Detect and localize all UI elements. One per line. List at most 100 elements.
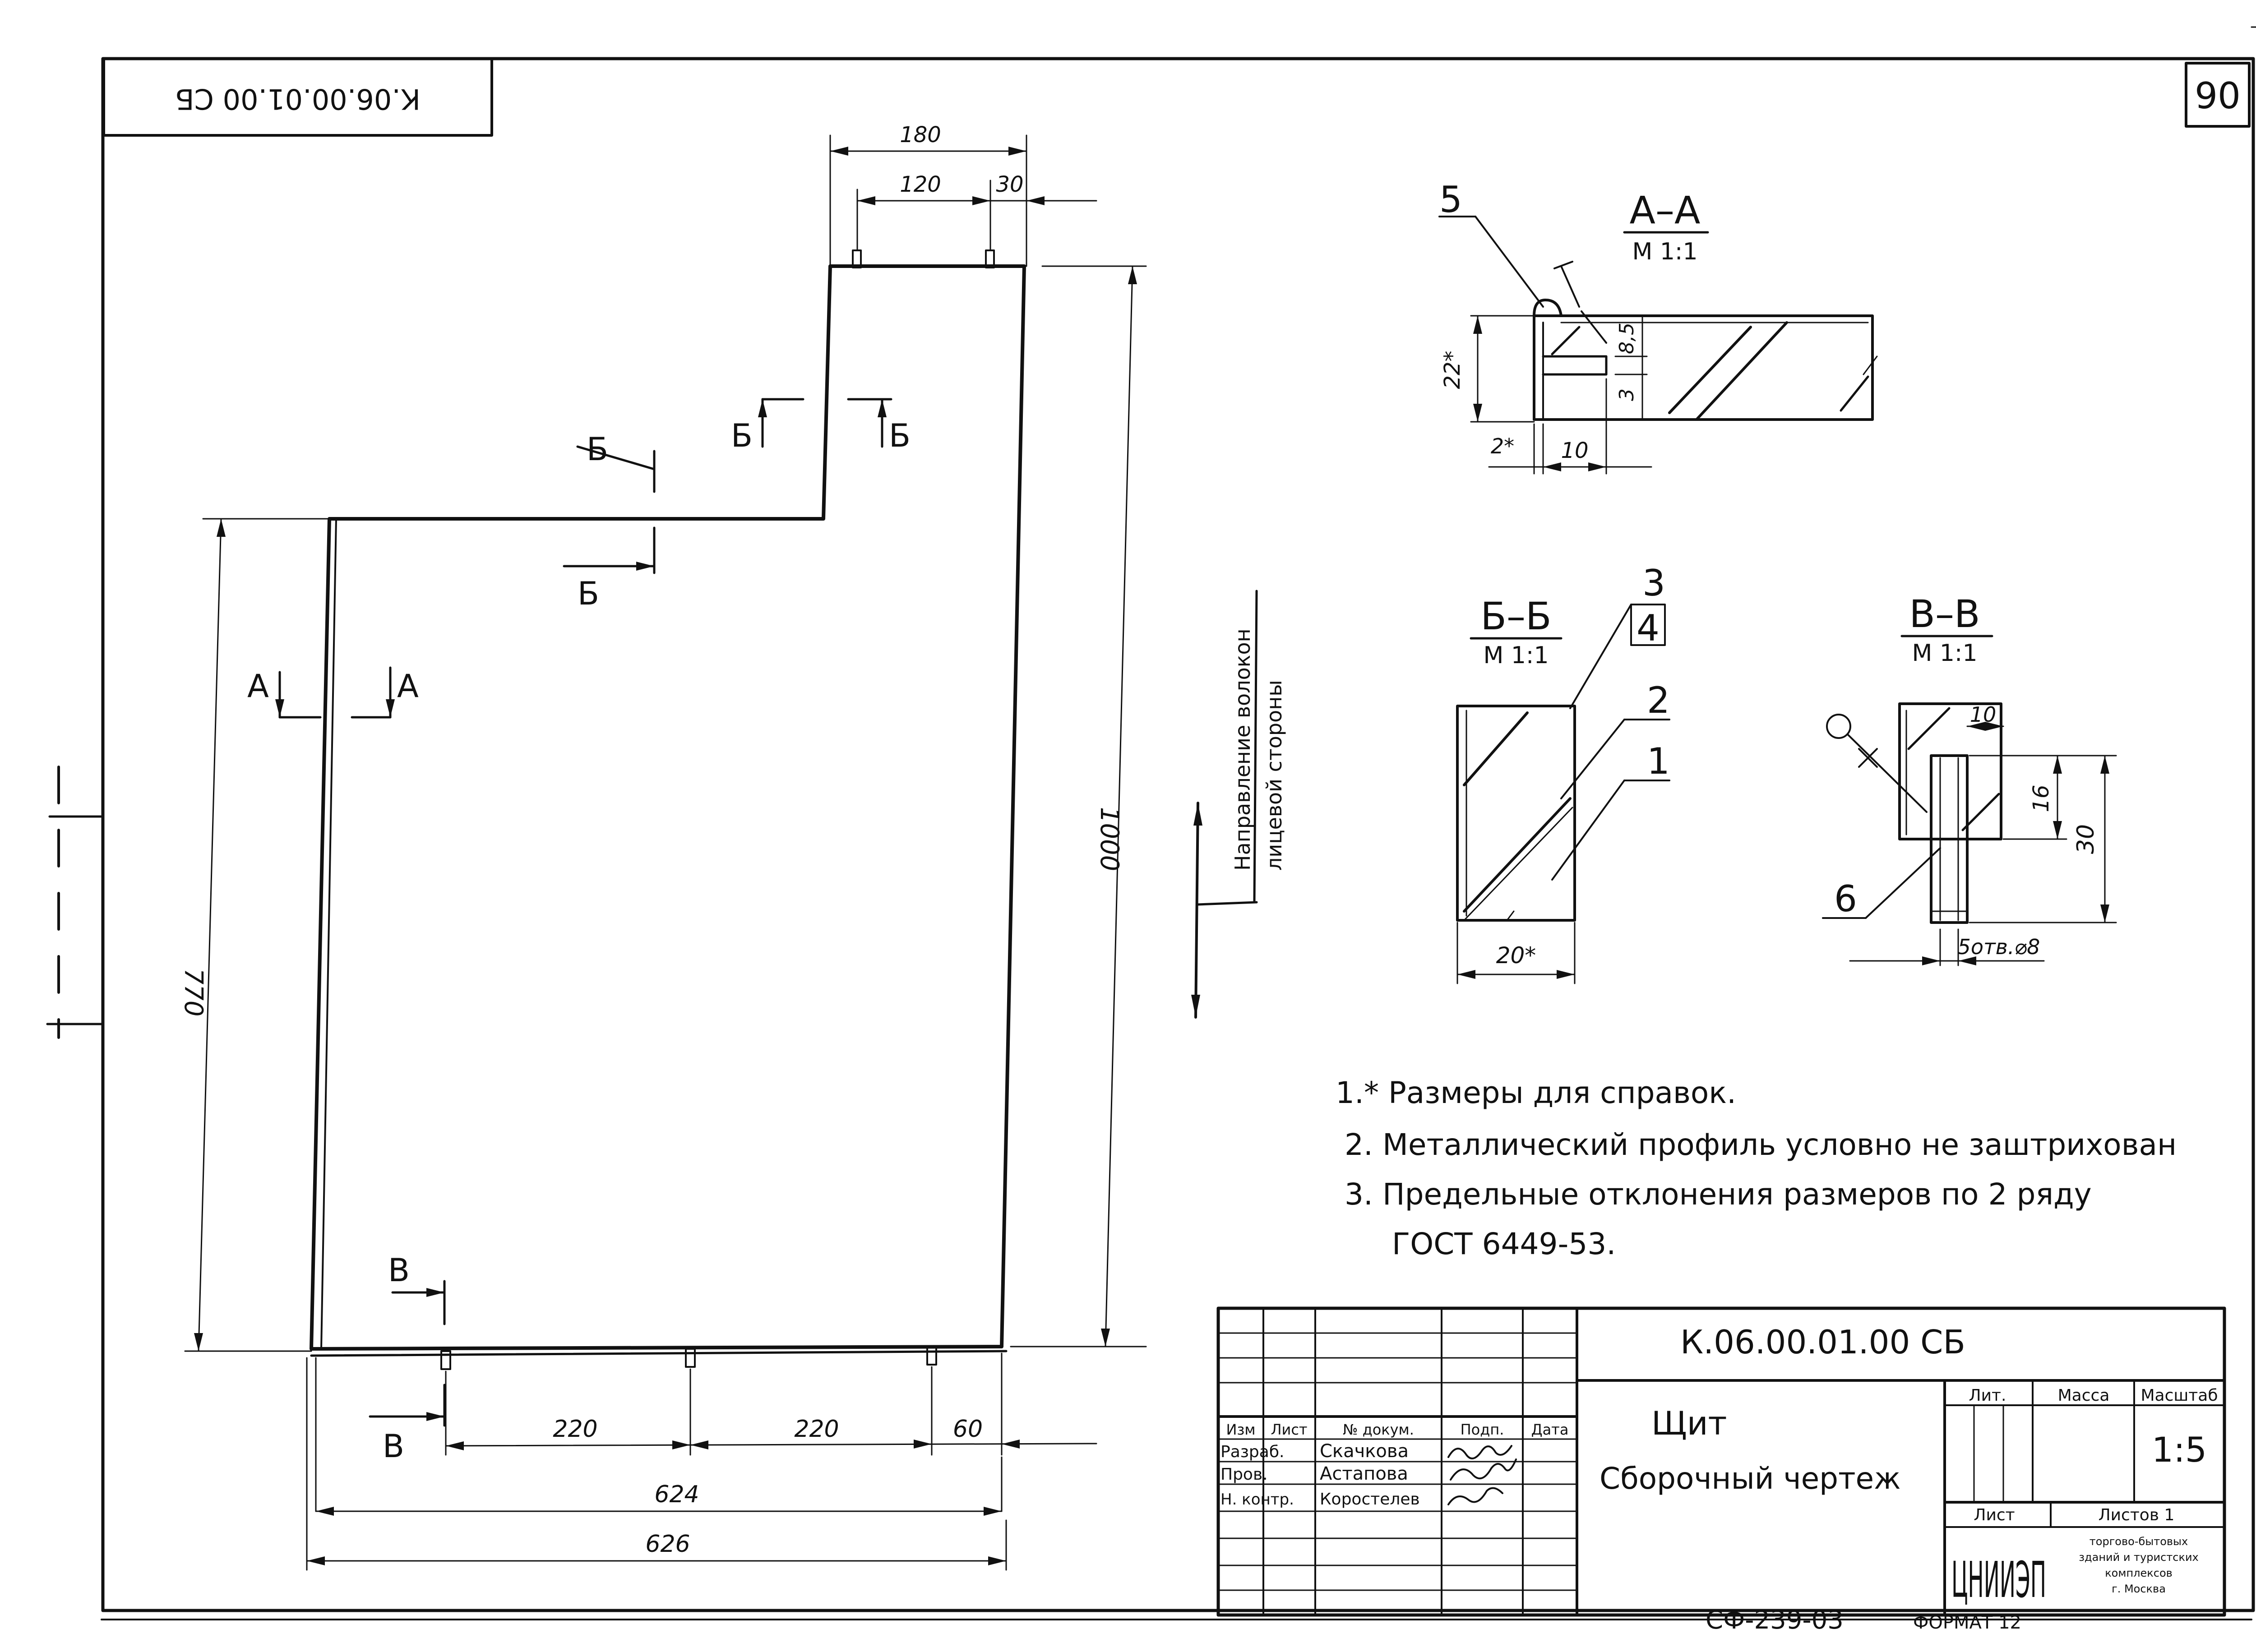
tb-header-doc: № докум. [1343,1421,1414,1438]
dim-60-label: 60 [953,1416,983,1443]
section-b-upper: Б [587,431,608,468]
dim-626: 626 [306,1357,1007,1571]
dim-626-label: 626 [645,1531,690,1558]
dim-624-label: 624 [654,1481,699,1508]
dim-120-label: 120 [900,172,941,197]
tb-sheets-label: Листов 1 [2099,1506,2175,1524]
section-aa-dim-22: 22* [1440,351,1465,389]
tb-scale-value: 1:5 [2152,1430,2207,1470]
section-vv-dim-30: 30 [2072,824,2099,854]
tb-lit-label: Лит. [1969,1386,2006,1405]
tb-header-date: Дата [1531,1421,1569,1438]
note-4: ГОСТ 6449-53. [1392,1227,1616,1261]
note-2: 2. Металлический профиль условно не зашт… [1345,1127,2177,1162]
section-vv-leader-6: 6 [1834,878,1857,920]
dim-1000: 1000 [1010,265,1147,1347]
section-a-right: А [397,668,419,705]
page-number-box: 90 [2185,62,2251,128]
section-b-lower: Б [578,575,599,612]
section-b-top-right: Б [889,417,911,454]
section-v-upper: В [388,1252,410,1289]
tb-scale-label: Масштаб [2140,1386,2218,1405]
section-bb-leader-2: 2 [1647,679,1670,721]
section-aa-title: А–А [1630,188,1701,232]
title-block: Изм Лист № докум. Подп. Дата Разраб. Ска… [1216,1306,2226,1617]
section-bb: Б–Б М 1:1 3 4 2 1 20* [1456,562,1670,984]
section-aa-dim-10: 10 [1561,438,1588,463]
tb-row-role-2: Пров. [1220,1465,1268,1484]
section-vv-hole-note: 5отв.⌀8 [1958,935,2040,959]
dim-1000-label: 1000 [1095,807,1124,872]
grain-line2: лицевой стороны [1262,680,1286,871]
bottom-screws [440,1346,937,1370]
dim-180: 180 [829,122,1027,267]
tb-row-name-3: Коростелев [1320,1490,1420,1509]
dim-220b-label: 220 [794,1416,839,1443]
tb-org-line1: торгово-бытовых [2090,1535,2188,1548]
tb-name-line1: Щит [1651,1404,1727,1442]
dim-bottom-chain: 220 220 60 [445,1352,1097,1456]
sheet-frame [46,26,2256,1620]
section-vv-scale: М 1:1 [1912,640,1977,667]
section-v-lower: В [383,1428,404,1465]
section-bb-leader-1: 1 [1647,740,1670,782]
section-aa-dim-3: 3 [1615,388,1638,401]
tb-sheet-label: Лист [1974,1506,2015,1524]
tb-org-line3: комплексов [2105,1567,2173,1579]
section-vv-title: В–В [1909,592,1980,636]
tb-header-list: Лист [1271,1421,1307,1438]
section-mark-b-left: Б Б [563,431,656,612]
note-3: 3. Предельные отклонения размеров по 2 р… [1345,1177,2092,1212]
section-b-top-left: Б [731,417,753,454]
section-bb-leader-4: 4 [1637,607,1660,649]
section-aa-leader-5: 5 [1439,179,1462,221]
section-bb-scale: М 1:1 [1483,642,1549,669]
section-mark-b-top: Б Б [731,398,911,454]
dim-770-label: 770 [179,969,208,1017]
tb-org-line2: зданий и туристских [2079,1551,2199,1564]
signatures [1447,1445,1517,1505]
section-bb-dim-20: 20* [1496,942,1536,969]
format-stamp-label: ФОРМАТ 12 [1913,1612,2021,1633]
section-bb-leader-3: 3 [1642,562,1665,604]
note-1: 1.* Размеры для справок. [1336,1075,1736,1110]
section-vv-dim-10: 10 [1970,702,1997,727]
dim-30-label: 30 [996,172,1023,197]
tb-mass-label: Масса [2058,1386,2110,1405]
section-aa-dim-8-5: 8,5 [1615,323,1638,354]
tb-row-name-2: Астапова [1320,1463,1408,1484]
tb-row-role-1: Разраб. [1220,1443,1284,1461]
dim-120-30: 120 30 [856,172,1097,251]
grain-direction-note: Направление волокон лицевой стороны [1191,590,1286,1019]
panel-main-view: 180 120 30 1000 7 [179,122,1147,1571]
section-bb-title: Б–Б [1480,594,1551,638]
dim-770: 770 [179,518,330,1352]
dim-180-label: 180 [900,122,941,148]
tb-header-sign: Подп. [1461,1421,1504,1438]
tb-org-logo: ЦНИИЭП [1951,1551,2046,1609]
format-stamp: СФ-239-03 ФОРМАТ 12 [1706,1606,2021,1635]
tb-row-role-3: Н. контр. [1220,1490,1294,1509]
section-vv: В–В М 1:1 10 16 30 6 [1822,592,2117,966]
rotated-code: К.06.00.01.00 СБ [175,83,421,115]
section-aa-dim-2: 2* [1491,434,1514,458]
section-aa-scale: М 1:1 [1632,238,1697,265]
dim-220a-label: 220 [553,1416,597,1443]
section-aa: А–А М 1:1 5 22* 8,5 3 [1438,179,1878,475]
general-notes: 1.* Размеры для справок. 2. Металлически… [1336,1075,2177,1261]
tb-designation: К.06.00.01.00 СБ [1680,1323,1965,1361]
format-stamp-code: СФ-239-03 [1706,1606,1844,1635]
rotated-code-box: К.06.00.01.00 СБ [102,57,493,137]
page-number: 90 [2195,75,2241,117]
panel-outline [310,264,1026,1351]
tb-row-name-1: Скачкова [1320,1441,1409,1462]
tb-header-izm: Изм [1226,1421,1255,1438]
section-a-left: А [247,668,269,705]
section-vv-dim-16: 16 [2029,784,2054,812]
section-mark-v: В В [369,1252,446,1465]
dim-624: 624 [315,1357,1003,1516]
grain-line1: Направление волокон [1230,628,1255,871]
tb-name-line2: Сборочный чертеж [1600,1461,1901,1496]
tb-org-line4: г. Москва [2112,1583,2166,1595]
